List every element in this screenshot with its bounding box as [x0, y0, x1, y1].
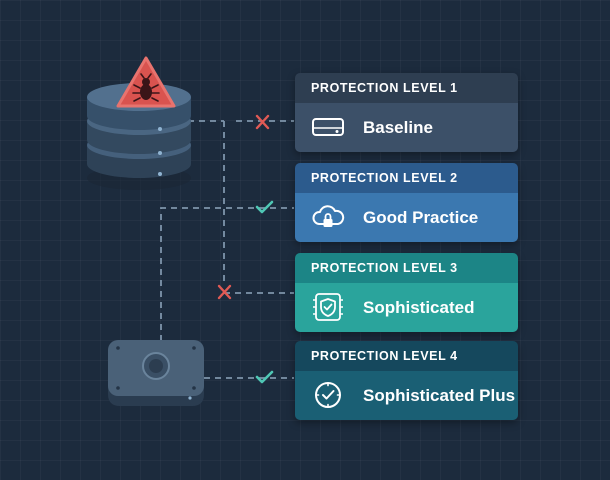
card-level-label: PROTECTION LEVEL 4	[295, 341, 518, 371]
card-title: Sophisticated Plus	[363, 386, 516, 405]
card-body: Good Practice	[295, 193, 518, 242]
clock-check-icon	[315, 382, 341, 408]
protection-level-1-card[interactable]: PROTECTION LEVEL 1 Baseline	[295, 73, 518, 152]
card-title: Baseline	[363, 118, 433, 137]
card-body: Sophisticated Plus	[295, 371, 518, 420]
protection-level-4-card[interactable]: PROTECTION LEVEL 4 Sophisticated Plus	[295, 341, 518, 420]
protection-level-2-card[interactable]: PROTECTION LEVEL 2 Good Practice	[295, 163, 518, 242]
hard-drive-icon	[312, 118, 344, 136]
cloud-lock-icon	[312, 205, 345, 227]
check-mark-icon	[255, 370, 274, 384]
protection-level-3-card[interactable]: PROTECTION LEVEL 3 Sophisticated	[295, 253, 518, 332]
shield-chip-icon	[313, 293, 343, 321]
hardware-device-icon	[108, 340, 204, 406]
card-level-label: PROTECTION LEVEL 1	[295, 73, 518, 103]
connector-device-level2	[160, 207, 294, 341]
x-mark-icon	[255, 114, 270, 130]
x-mark-icon	[217, 284, 232, 300]
connectors	[160, 120, 294, 379]
card-title: Sophisticated	[363, 298, 475, 317]
check-mark-icon	[255, 200, 274, 214]
card-body: Sophisticated	[295, 283, 518, 332]
warning-bug-icon	[116, 56, 176, 108]
card-title: Good Practice	[363, 208, 479, 227]
connector-db-level3	[223, 121, 294, 294]
card-level-label: PROTECTION LEVEL 3	[295, 253, 518, 283]
card-level-label: PROTECTION LEVEL 2	[295, 163, 518, 193]
card-body: Baseline	[295, 103, 518, 152]
